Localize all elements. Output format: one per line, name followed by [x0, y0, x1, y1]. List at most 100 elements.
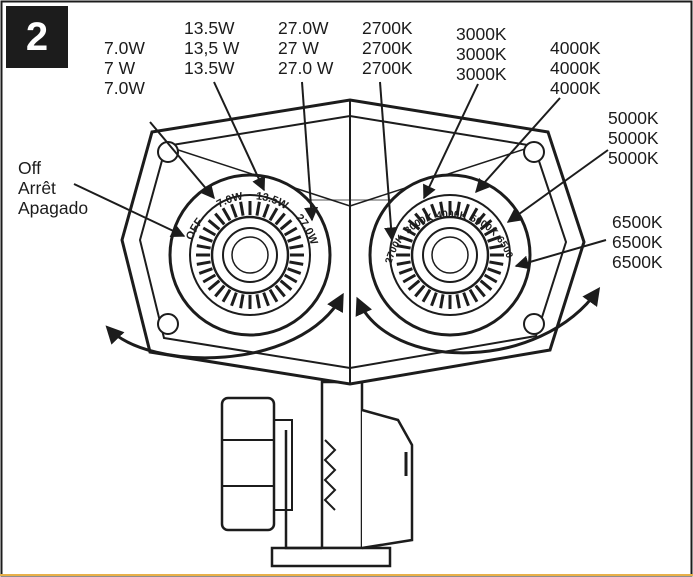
grip-tooth: [287, 235, 302, 243]
grip-tooth: [289, 260, 304, 266]
callout-13-5w-line-3: 13.5W: [184, 58, 235, 78]
callout-6500k-line-2: 6500K: [612, 232, 663, 252]
callout-4000k: 4000K 4000K 4000K: [550, 38, 601, 98]
callout-4000k-line-2: 4000K: [550, 58, 601, 78]
callout-3000k-line-3: 3000K: [456, 64, 507, 84]
grip-tooth: [483, 273, 498, 284]
grip-tooth: [283, 273, 298, 284]
grip-tooth: [214, 212, 226, 226]
callout-off: Off Arrêt Apagado: [18, 158, 88, 218]
corner-screw-icon: [523, 141, 545, 163]
callout-13-5w-line-1: 13.5W: [184, 18, 235, 38]
grip-tooth: [230, 203, 238, 218]
leader-lines: [73, 81, 609, 270]
temperature-position-4000k: 4000K: [436, 209, 469, 222]
grip-tooth: [489, 244, 504, 250]
grip-tooth: [255, 201, 261, 216]
callout-3000k-line-1: 3000K: [456, 24, 507, 44]
grip-tooth: [262, 203, 270, 218]
grip-tooth: [202, 273, 217, 284]
grip-tooth: [402, 226, 417, 237]
leader-4000k: [475, 97, 561, 194]
corner-screw-icon: [157, 313, 179, 335]
grip-tooth: [198, 267, 213, 275]
grip-tooth: [439, 201, 445, 216]
grip-tooth: [407, 219, 421, 231]
callout-5000k: 5000K 5000K 5000K: [608, 108, 659, 168]
leader-3000k: [423, 83, 479, 200]
grip-tooth: [414, 212, 426, 226]
grip-tooth: [421, 207, 432, 222]
grip-tooth: [283, 226, 298, 237]
callout-3000k: 3000K 3000K 3000K: [456, 24, 507, 84]
svg-text:4000K: 4000K: [436, 209, 469, 222]
callout-4000k-line-3: 4000K: [550, 78, 601, 98]
step-number-badge: 2: [6, 6, 68, 68]
callout-3000k-line-2: 3000K: [456, 44, 507, 64]
grip-tooth: [198, 235, 213, 243]
grip-tooth: [239, 201, 245, 216]
callout-7w: 7.0W 7 W 7.0W: [104, 38, 145, 98]
mount-bracket: [220, 380, 414, 568]
callout-27w: 27.0W 27 W 27.0 W: [278, 18, 333, 78]
grip-tooth: [207, 279, 221, 291]
leader-13-5w: [213, 81, 266, 192]
callout-27w-line-1: 27.0W: [278, 18, 329, 38]
grip-tooth: [462, 203, 470, 218]
leader-2700k: [379, 81, 399, 242]
grip-tooth: [479, 219, 493, 231]
callout-7w-line-1: 7.0W: [104, 38, 145, 58]
leader-7w: [149, 121, 215, 200]
callout-5000k-line-2: 5000K: [608, 128, 659, 148]
temperature-rotation-arrow-icon: [355, 287, 601, 355]
grip-tooth: [287, 267, 302, 275]
grip-tooth: [474, 212, 486, 226]
grip-tooth: [396, 244, 411, 250]
callout-6500k-line-1: 6500K: [612, 212, 663, 232]
leader-off: [73, 183, 186, 237]
callout-7w-line-3: 7.0W: [104, 78, 145, 98]
grip-tooth: [279, 219, 293, 231]
grip-tooth: [402, 273, 417, 284]
callout-7w-line-2: 7 W: [104, 58, 136, 78]
leader-27w: [301, 81, 319, 222]
grip-tooth: [207, 219, 221, 231]
wattage-rotation-arrow-icon: [105, 292, 344, 360]
grip-tooth: [396, 260, 411, 266]
callout-5000k-line-1: 5000K: [608, 108, 659, 128]
grip-tooth: [196, 260, 211, 266]
grip-tooth: [455, 201, 461, 216]
grip-tooth: [202, 226, 217, 237]
leader-6500k: [514, 239, 607, 270]
grip-tooth: [221, 207, 232, 222]
callout-13-5w: 13.5W 13,5 W 13.5W: [184, 18, 239, 78]
callout-13-5w-line-2: 13,5 W: [184, 38, 240, 58]
grip-tooth: [196, 244, 211, 250]
callout-4000k-line-1: 4000K: [550, 38, 601, 58]
leader-5000k: [506, 149, 609, 223]
callout-6500k-line-3: 6500K: [612, 252, 663, 272]
callout-2700k-line-2: 2700K: [362, 38, 413, 58]
grip-tooth: [279, 279, 293, 291]
callout-2700k: 2700K 2700K 2700K: [362, 18, 413, 78]
callout-5000k-line-3: 5000K: [608, 148, 659, 168]
corner-screw-icon: [523, 313, 545, 335]
grip-tooth: [430, 203, 438, 218]
grip-tooth: [487, 267, 502, 275]
grip-tooth: [268, 207, 279, 222]
wattage-dial[interactable]: OFF 7.0W 13.5W 27.0W: [168, 173, 332, 337]
grip-tooth: [489, 260, 504, 266]
callout-6500k: 6500K 6500K 6500K: [612, 212, 663, 272]
grip-tooth: [483, 226, 498, 237]
callout-off-line-2: Arrêt: [18, 178, 56, 198]
callout-27w-line-3: 27.0 W: [278, 58, 334, 78]
callout-27w-line-2: 27 W: [278, 38, 319, 58]
grip-tooth: [398, 235, 413, 243]
grip-tooth: [468, 207, 479, 222]
callout-off-line-1: Off: [18, 158, 42, 178]
callout-2700k-line-3: 2700K: [362, 58, 413, 78]
grip-tooth: [274, 212, 286, 226]
callout-2700k-line-1: 2700K: [362, 18, 413, 38]
